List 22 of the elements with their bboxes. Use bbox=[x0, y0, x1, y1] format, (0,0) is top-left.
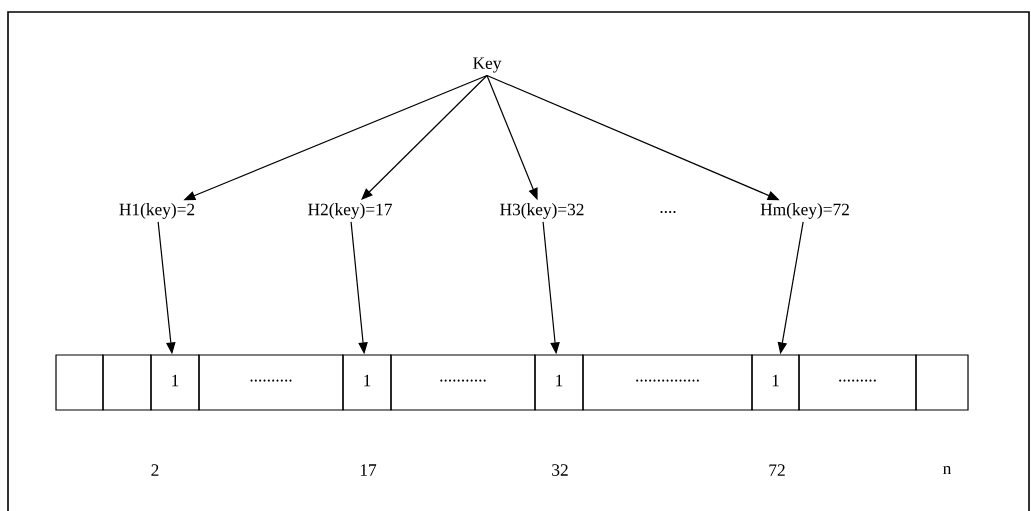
array-cell: ............... bbox=[582, 354, 753, 411]
text-label: Hm(key)=72 bbox=[760, 203, 849, 219]
index-label: 2 bbox=[151, 464, 159, 476]
array-cell: ........... bbox=[390, 354, 536, 411]
array-cell: 1 bbox=[342, 354, 392, 411]
text-label: H3(key)=32 bbox=[500, 203, 584, 219]
index-label: 17 bbox=[360, 464, 377, 476]
index-label: 72 bbox=[769, 464, 785, 476]
array-cell: 1 bbox=[150, 354, 200, 411]
text-label: H2(key)=17 bbox=[308, 203, 392, 219]
index-label: n bbox=[943, 465, 952, 475]
index-label: 32 bbox=[552, 464, 568, 476]
ellipsis: .... bbox=[660, 211, 676, 214]
array-cell: 1 bbox=[534, 354, 584, 411]
text-label: H1(key)=2 bbox=[119, 203, 195, 219]
array-cell: 1 bbox=[751, 354, 800, 411]
array-cell: .......... bbox=[198, 354, 344, 411]
array-cell bbox=[102, 354, 152, 411]
array-cell bbox=[915, 354, 969, 411]
array-cell bbox=[55, 354, 104, 411]
text-label: Key bbox=[473, 57, 502, 73]
array-cell: ......... bbox=[798, 354, 917, 411]
